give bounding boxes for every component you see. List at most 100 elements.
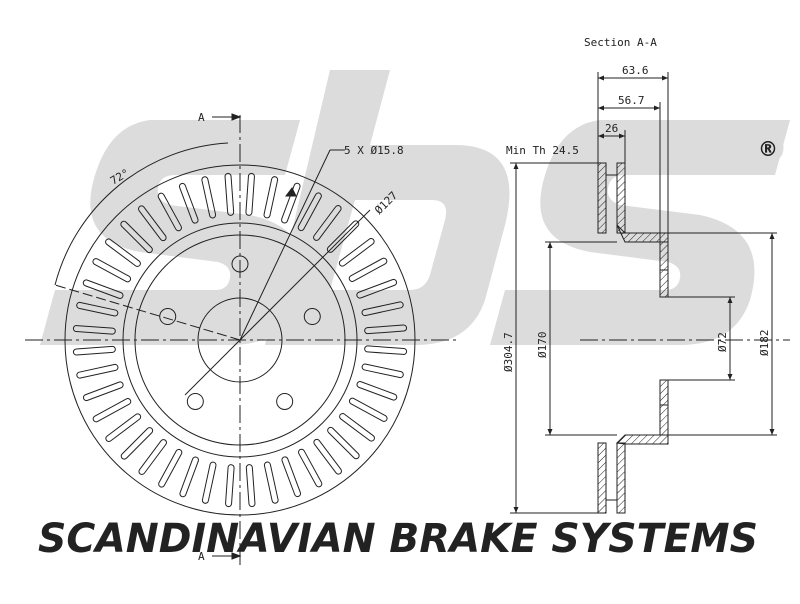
bolt-hole [186,392,204,410]
section-marker-bottom: A [198,550,205,563]
arrowhead [547,429,553,435]
vent-slot [82,381,124,402]
vent-slot [298,448,323,488]
bolt-callout-leader [239,149,331,341]
vent-slot [158,448,183,488]
vent-slot [281,456,302,498]
dim-overall-height: 63.6 [622,64,649,77]
vent-slot [82,279,124,299]
registered-mark-ring [752,132,784,164]
vent-slot [348,397,388,422]
vent-slot [92,258,132,283]
section-arrowhead-top [231,113,242,121]
vent-slot [201,461,217,504]
vent-slot [364,345,408,355]
arrowhead [598,105,604,111]
vent-slot [356,278,398,299]
bolt-hole [303,308,321,326]
vent-slot [245,172,255,216]
friction-ring-outer-top [597,162,607,234]
vent-slot [364,324,408,335]
dim-friction-inner: Ø182 [758,330,771,357]
friction-ring-inner-bottom [616,442,626,514]
vent-slot [178,182,199,224]
vent-slot [105,238,141,267]
min-thickness: Min Th 24.5 [506,144,579,157]
vent-slot [76,363,119,379]
vent-slot [281,182,301,224]
vent-slot [138,205,167,242]
vent-slot [138,439,167,475]
vent-slot [356,381,398,401]
ventilation-slots [72,172,408,508]
vent-slot [120,427,154,460]
vent-slot [225,464,235,508]
vent-slot [263,461,279,504]
vent-slot [157,192,182,232]
arrowhead [619,133,625,139]
bolt-hole [159,308,177,326]
dim-hat-depth: 56.7 [618,94,645,107]
vent-slot [92,398,132,423]
arrowhead [513,507,519,513]
vent-slot [348,257,388,282]
vent-slot [76,301,119,317]
pcd-leader [184,209,371,396]
front-view [25,113,460,565]
dim-hat-diameter: Ø170 [536,332,549,359]
vent-slot [263,176,279,219]
vent-slot [361,363,404,379]
hat-wall-top [616,224,669,243]
section-view [510,72,790,514]
hat-face-bottom [659,379,669,436]
arrowhead [769,233,775,239]
vent-slot [224,172,235,216]
pcd-arrowhead [285,187,297,197]
vent-slot [327,426,360,460]
registered-mark: ® [758,137,778,161]
friction-ring-outer-bottom [597,442,607,514]
bolt-hole [276,392,294,410]
angle-arc [54,142,229,286]
vent-slot [72,325,116,335]
arrowhead [727,297,733,303]
friction-ring-inner-top [616,162,626,234]
section-marker-top: A [198,111,205,124]
section-arrowhead-bottom [231,552,242,560]
vent-slot [313,205,342,241]
arrowhead [662,75,668,81]
bolt-callout: 5 X Ø15.8 [344,144,404,157]
vent-slot [297,192,322,232]
dim-outer-diameter: Ø304.7 [502,332,515,372]
hat-wall-bottom [615,434,669,445]
arrowhead [598,75,604,81]
arrowhead [654,105,660,111]
section-title: Section A-A [584,36,657,49]
dimension-arrowheads [513,75,775,513]
logo-letter-b [265,70,510,345]
sbs-logo-watermark: ® SCANDINAVIAN BRAKE SYSTEMS [38,70,790,562]
vent-slot [120,220,153,254]
angle-leader [54,284,241,341]
vent-slot [105,413,142,442]
vent-slot [179,456,199,498]
vent-slot [201,176,217,219]
vent-slot [361,301,404,317]
section-view-labels: Section A-A 63.6 56.7 26 Min Th 24.5 Ø30… [502,36,771,372]
arrowhead [769,429,775,435]
company-name-watermark: SCANDINAVIAN BRAKE SYSTEMS [38,516,758,562]
vent-slot [313,438,342,475]
dim-disc-thickness: 26 [605,122,618,135]
vent-slot [245,464,256,508]
arrowhead [513,163,519,169]
logo-letter-s-left [40,120,305,345]
arrowhead [547,242,553,248]
dim-center-bore: Ø72 [716,332,729,352]
arrowhead [598,133,604,139]
arrowhead [727,374,733,380]
vent-slot [338,238,375,267]
vent-slot [72,345,116,356]
vent-slot [339,413,375,442]
